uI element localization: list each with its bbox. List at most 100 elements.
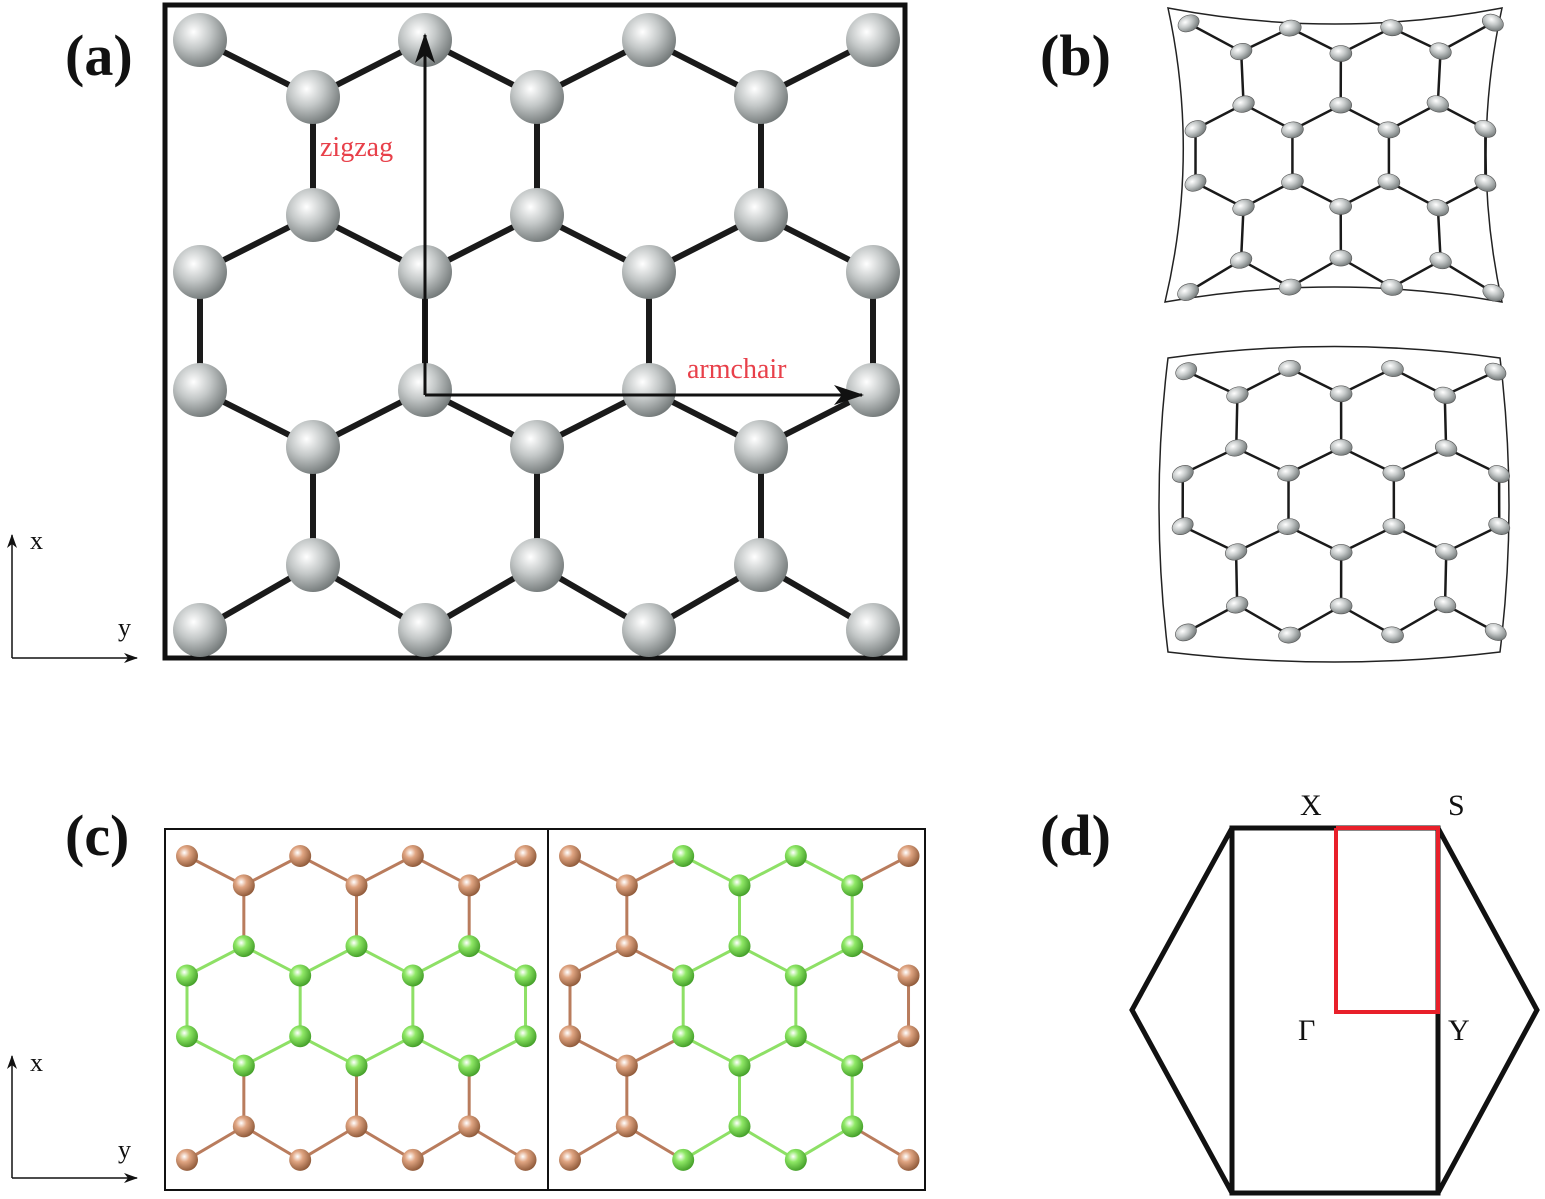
atom (1484, 362, 1507, 381)
atom (401, 964, 424, 987)
atom (841, 935, 864, 958)
atom (728, 1054, 751, 1077)
x-axis-label-a: x (30, 526, 43, 555)
atom (1184, 173, 1207, 192)
atom (289, 845, 312, 867)
atom (232, 1054, 255, 1077)
atom (1381, 626, 1404, 644)
x-axis-label-c: x (30, 1048, 43, 1077)
atom (1482, 283, 1505, 302)
atom (1329, 249, 1353, 267)
zigzag-label: zigzag (320, 132, 393, 163)
atom (286, 70, 340, 124)
atom (728, 1115, 751, 1138)
bond (1181, 524, 1238, 554)
panel-b-top-atoms (1177, 13, 1505, 302)
atom (1171, 517, 1194, 535)
atom (1329, 597, 1353, 615)
bond (1436, 206, 1442, 262)
atom (784, 1148, 807, 1171)
atom (173, 603, 227, 657)
atom (1184, 120, 1207, 138)
atom (1381, 360, 1404, 377)
axes-a: x y (6, 526, 138, 663)
atom (401, 1148, 424, 1171)
point-X-label: X (1300, 789, 1322, 822)
panel-c-right-bonds (568, 854, 911, 1162)
atom (1429, 42, 1452, 60)
y-axis-label-c: y (118, 1135, 131, 1164)
atom (615, 935, 638, 958)
atom (1226, 386, 1249, 404)
atom (289, 1148, 312, 1171)
atom (1278, 278, 1302, 296)
bond (1445, 524, 1501, 554)
atom (1474, 173, 1497, 192)
atom (510, 188, 564, 242)
armchair-label: armchair (687, 354, 787, 385)
atom (1474, 119, 1497, 138)
atom (286, 538, 340, 592)
atom (846, 245, 900, 299)
y-axis-label-a: y (118, 613, 131, 642)
point-gamma-label: Γ (1298, 1014, 1315, 1047)
atom (1225, 439, 1248, 457)
atom (232, 1115, 255, 1138)
panel-c: (c) (65, 803, 926, 1191)
atom (1329, 385, 1353, 403)
atom (401, 1025, 424, 1048)
atom (286, 188, 340, 242)
panel-a-atoms (173, 13, 900, 657)
atom (1380, 19, 1403, 37)
bond (1239, 206, 1245, 262)
bond (1443, 550, 1448, 606)
atom (1226, 596, 1249, 614)
atom (232, 935, 255, 958)
atom (458, 1115, 481, 1138)
atom (728, 874, 751, 897)
atom (345, 874, 368, 897)
panel-c-label: (c) (65, 803, 129, 868)
atom (176, 964, 198, 987)
point-S-label: S (1448, 789, 1465, 822)
atom (1377, 121, 1401, 139)
atom (672, 1025, 695, 1048)
atom (345, 1115, 368, 1138)
atom (734, 188, 788, 242)
atom (1281, 173, 1304, 191)
atom (622, 363, 676, 417)
atom (1488, 517, 1511, 535)
atom (458, 935, 481, 958)
atom (672, 1148, 695, 1171)
atom (173, 245, 227, 299)
atom (510, 538, 564, 592)
atom (846, 603, 900, 657)
atom (734, 70, 788, 124)
atom (1329, 439, 1353, 456)
atom (1429, 252, 1452, 270)
convex-frame (1158, 345, 1510, 663)
bond (1239, 50, 1245, 106)
atom (734, 420, 788, 474)
panel-d-label: (d) (1040, 803, 1111, 868)
atom (289, 964, 312, 987)
atom (510, 420, 564, 474)
atom (846, 363, 900, 417)
atom (1329, 45, 1353, 62)
atom (345, 1054, 368, 1077)
atom (1278, 359, 1301, 377)
atom (1281, 121, 1304, 139)
panel-c-right-frame (547, 828, 926, 1191)
atom (1175, 623, 1197, 642)
atom (176, 1025, 198, 1048)
panel-c-left-atoms (176, 845, 537, 1171)
atom (622, 13, 676, 67)
atom (1177, 283, 1199, 301)
atom (176, 845, 198, 867)
panel-c-right-atoms (559, 845, 920, 1171)
atom (1279, 19, 1302, 37)
atom (1329, 544, 1353, 561)
bond (1391, 603, 1447, 637)
atom (1435, 543, 1458, 561)
